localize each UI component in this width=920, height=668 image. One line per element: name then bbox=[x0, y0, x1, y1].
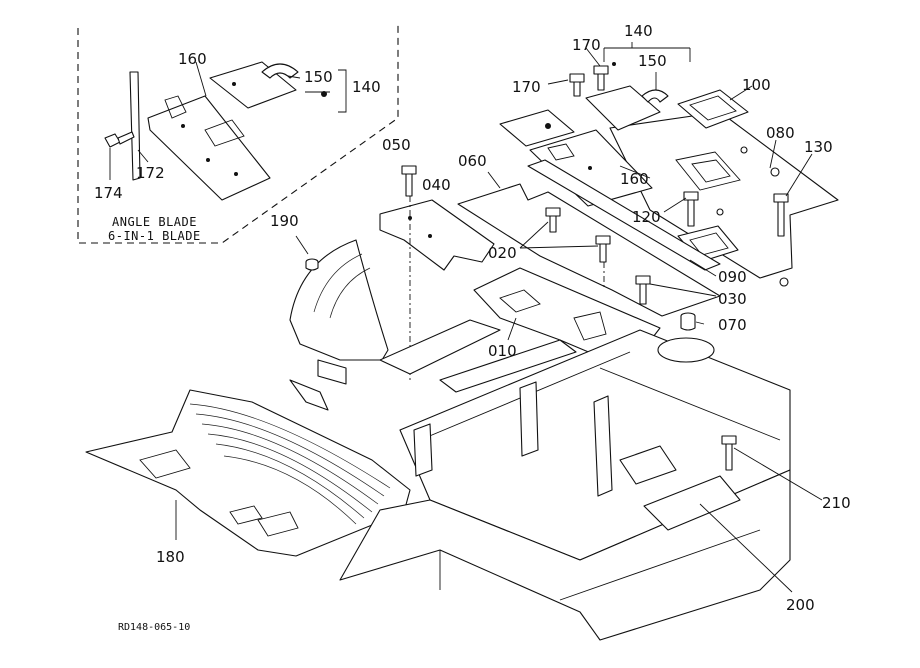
callout-060: 060 bbox=[458, 152, 487, 170]
inset-note-line1: ANGLE BLADE bbox=[112, 215, 197, 229]
part-030-bolt bbox=[635, 275, 651, 305]
callout-040: 040 bbox=[422, 176, 451, 194]
callout-180: 180 bbox=[156, 548, 185, 566]
callout-150: 150 bbox=[638, 52, 667, 70]
callout-210: 210 bbox=[822, 494, 851, 512]
part-150-plate bbox=[585, 85, 661, 131]
part-cover bbox=[289, 239, 389, 361]
callout-160-inset: 160 bbox=[178, 50, 207, 68]
part-120-bolt bbox=[683, 191, 699, 227]
callout-172: 172 bbox=[136, 164, 165, 182]
frame-lower-hull bbox=[339, 469, 791, 641]
callout-200: 200 bbox=[786, 596, 815, 614]
part-rail bbox=[527, 159, 721, 271]
callout-160: 160 bbox=[620, 170, 649, 188]
callout-140-inset: 140 bbox=[352, 78, 381, 96]
part-170-bolt-b bbox=[593, 65, 609, 91]
callout-070: 070 bbox=[718, 316, 747, 334]
callout-020: 020 bbox=[488, 244, 517, 262]
part-150-clip-inset bbox=[261, 63, 299, 79]
part-150-clip bbox=[641, 89, 669, 103]
callout-150-inset: 150 bbox=[304, 68, 333, 86]
callout-190: 190 bbox=[270, 212, 299, 230]
part-172-bracket bbox=[129, 71, 141, 181]
left-cover-assembly bbox=[289, 235, 389, 411]
callout-170-left: 170 bbox=[512, 78, 541, 96]
callout-050: 050 bbox=[382, 136, 411, 154]
callout-140: 140 bbox=[624, 22, 653, 40]
inset-variant-detail bbox=[77, 22, 399, 244]
machine-frame bbox=[339, 319, 823, 641]
part-174-bolt bbox=[104, 131, 135, 148]
callout-080: 080 bbox=[766, 124, 795, 142]
callout-labels: 160 150 140 174 172 140 170 170 150 100 … bbox=[94, 22, 851, 614]
callout-130: 130 bbox=[804, 138, 833, 156]
part-020-bolt-a bbox=[545, 207, 561, 233]
part-130-bolt bbox=[773, 193, 789, 237]
callout-030: 030 bbox=[718, 290, 747, 308]
floor-plate-assembly bbox=[499, 42, 839, 287]
callout-170-top: 170 bbox=[572, 36, 601, 54]
reference-code: RD148-065-10 bbox=[118, 622, 190, 633]
part-180-floor-mat bbox=[85, 389, 411, 557]
part-190-grommet bbox=[305, 258, 319, 271]
part-160-plate-inset bbox=[147, 95, 271, 201]
part-020-bolt-b bbox=[595, 235, 611, 263]
inset-note-line2: 6-IN-1 BLADE bbox=[108, 229, 201, 243]
part-170-bolt-a bbox=[569, 73, 585, 97]
part-210-bolt bbox=[721, 435, 737, 471]
callout-090: 090 bbox=[718, 268, 747, 286]
callout-120: 120 bbox=[632, 208, 661, 226]
callout-100: 100 bbox=[742, 76, 771, 94]
part-060-plate bbox=[457, 183, 721, 317]
part-070-spacer bbox=[680, 312, 696, 331]
mid-plate-assembly bbox=[379, 165, 721, 380]
part-050-bolt bbox=[401, 165, 417, 197]
callout-174: 174 bbox=[94, 184, 123, 202]
callout-010: 010 bbox=[488, 342, 517, 360]
